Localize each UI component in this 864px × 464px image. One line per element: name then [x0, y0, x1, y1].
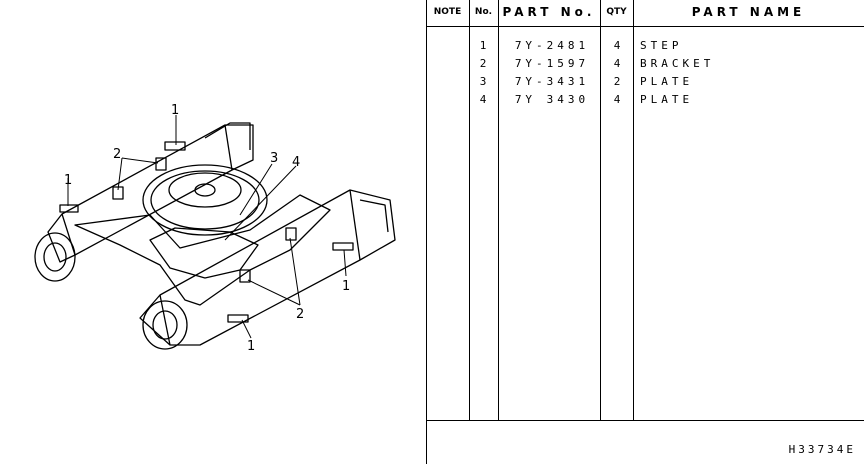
- bracket: [239, 269, 251, 283]
- parts-illustration: 1 2 3 4 1 1 2 1: [34, 103, 396, 354]
- row-no: 4: [479, 93, 487, 106]
- header-no: No.: [474, 7, 493, 17]
- upper-track-frame: [47, 124, 254, 263]
- row-qty: 4: [613, 57, 621, 70]
- callout-label: 2: [113, 147, 121, 162]
- drawing-code: H33734E: [788, 443, 856, 456]
- row-part-name: BRACKET: [640, 57, 715, 70]
- callout-label: 4: [292, 155, 300, 170]
- header-part-name: PART NAME: [691, 5, 806, 19]
- lower-idler-wheel: [142, 300, 188, 350]
- callout-label: 1: [171, 103, 179, 118]
- step: [332, 242, 354, 251]
- bottom-plate: [149, 227, 259, 279]
- table-row: 2 7Y-1597 4 BRACKET: [426, 55, 864, 72]
- row-part-no: 7Y-3431: [514, 75, 590, 88]
- row-part-no: 7Y 3430: [514, 93, 590, 106]
- row-qty: 4: [613, 39, 621, 52]
- upper-idler-wheel: [34, 232, 76, 282]
- row-qty: 2: [613, 75, 621, 88]
- header-part-no: PART No.: [502, 5, 596, 19]
- callout-label: 1: [342, 279, 350, 294]
- row-part-name: STEP: [640, 39, 683, 52]
- swing-bearing: [142, 164, 268, 236]
- callout-label: 2: [296, 307, 304, 322]
- callout-label: 1: [247, 339, 255, 354]
- row-no: 2: [479, 57, 487, 70]
- table-row: 1 7Y-2481 4 STEP: [426, 37, 864, 54]
- row-part-no: 7Y-2481: [514, 39, 590, 52]
- row-part-no: 7Y-1597: [514, 57, 590, 70]
- step: [227, 314, 249, 323]
- row-no: 1: [479, 39, 487, 52]
- bracket: [285, 227, 297, 241]
- table-row: 3 7Y-3431 2 PLATE: [426, 73, 864, 90]
- header-qty: QTY: [606, 7, 627, 17]
- callout-label: 1: [64, 173, 72, 188]
- callout-label: 3: [270, 151, 278, 166]
- car-body: [74, 194, 331, 306]
- row-no: 3: [479, 75, 487, 88]
- table-row: 4 7Y 3430 4 PLATE: [426, 91, 864, 108]
- parts-table: NOTE No. PART No. QTY PART NAME 1 7Y-248…: [426, 0, 864, 464]
- row-part-name: PLATE: [640, 93, 694, 106]
- bracket: [155, 157, 167, 171]
- header-note: NOTE: [433, 7, 462, 17]
- row-qty: 4: [613, 93, 621, 106]
- row-part-name: PLATE: [640, 75, 694, 88]
- step: [59, 204, 79, 213]
- step: [164, 141, 186, 151]
- lower-track-frame: [139, 189, 396, 346]
